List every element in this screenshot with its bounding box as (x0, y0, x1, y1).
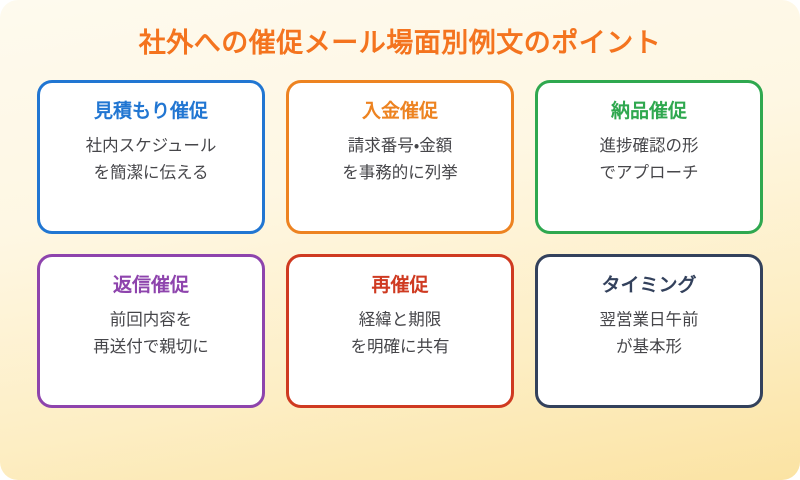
card-body: 翌営業日午前 が基本形 (600, 307, 699, 361)
card-title: 納品催促 (610, 101, 687, 122)
card-body-line: 翌営業日午前 (599, 311, 699, 329)
card-body-line: 進捗確認の形 (599, 137, 699, 155)
card-title: 再催促 (371, 275, 429, 296)
card-body: 進捗確認の形 でアプローチ (600, 133, 699, 187)
card-body-line: 請求番号・金額 (347, 137, 453, 155)
card-body-line: を明確に共有 (350, 338, 450, 356)
card-body: 社内スケジュール を簡潔に伝える (86, 133, 217, 187)
card-estimate-reminder: 見積もり催促 社内スケジュール を簡潔に伝える (37, 80, 265, 234)
card-body-line: を事務的に列挙 (342, 164, 458, 182)
card-delivery-reminder: 納品催促 進捗確認の形 でアプローチ (535, 80, 763, 234)
card-body-line: でアプローチ (599, 164, 699, 182)
card-title: 見積もり催促 (93, 101, 208, 122)
card-payment-reminder: 入金催促 請求番号・金額 を事務的に列挙 (286, 80, 514, 234)
card-body-line: 再送付で親切に (93, 338, 209, 356)
card-second-reminder: 再催促 経緯と期限 を明確に共有 (286, 254, 514, 408)
card-grid: 見積もり催促 社内スケジュール を簡潔に伝える 入金催促 請求番号・金額 を事務… (37, 80, 763, 408)
card-body-line: 前回内容を (109, 311, 193, 329)
page-title: 社外への催促メール場面別例文のポイント (138, 28, 662, 58)
card-body: 請求番号・金額 を事務的に列挙 (342, 133, 458, 187)
card-body-line: 経緯と期限 (358, 311, 442, 329)
card-title: 返信催促 (112, 275, 189, 296)
card-body-line: を簡潔に伝える (93, 164, 209, 182)
card-reply-reminder: 返信催促 前回内容を 再送付で親切に (37, 254, 265, 408)
card-body: 前回内容を 再送付で親切に (93, 307, 209, 361)
card-body: 経緯と期限 を明確に共有 (351, 307, 450, 361)
card-title: 入金催促 (361, 101, 438, 122)
card-timing: タイミング 翌営業日午前 が基本形 (535, 254, 763, 408)
card-title: タイミング (601, 275, 697, 296)
card-body-line: 社内スケジュール (85, 137, 217, 155)
card-body-line: が基本形 (616, 338, 682, 356)
